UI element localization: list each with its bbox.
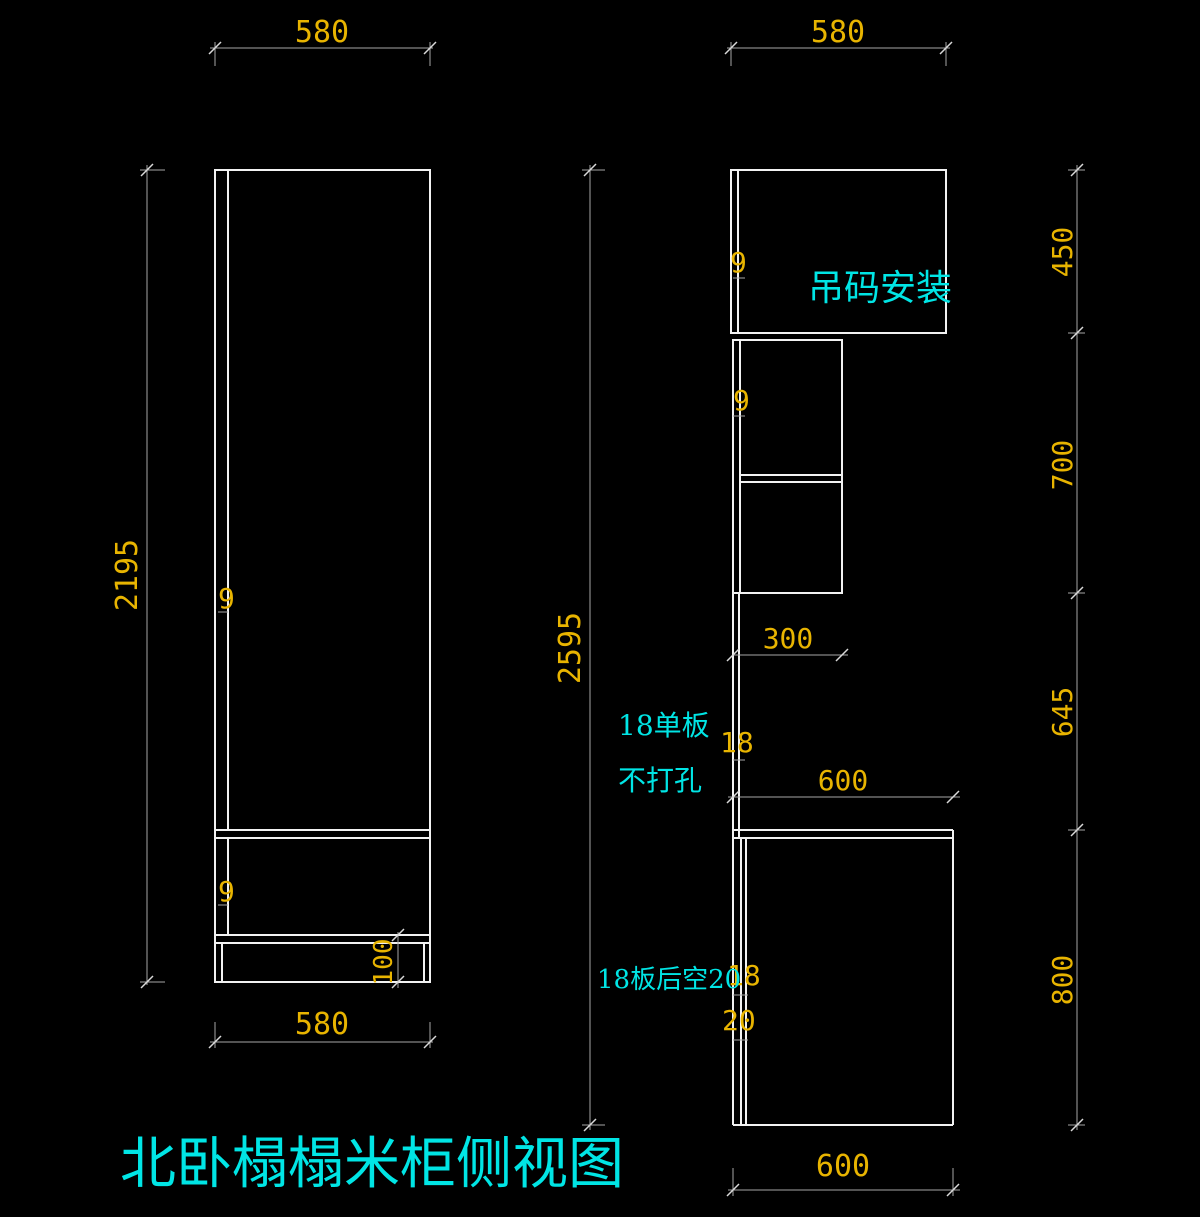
left-hinge-upper-label: 9 (218, 582, 235, 615)
base-width-label: 600 (816, 1149, 870, 1184)
middle-box-outline (732, 339, 843, 594)
left-cabinet (214, 169, 431, 983)
drawing-title: 北卧榻榻米柜侧视图 (120, 1132, 624, 1197)
seg-open-label: 645 (1046, 687, 1079, 738)
panel-18-upper-label: 18 (720, 726, 754, 759)
shelf-depth-dimension: 300 (726, 622, 849, 662)
seg-bottom-label: 800 (1046, 955, 1079, 1006)
desk-width-label: 600 (818, 764, 869, 797)
panel-18-lower-label: 18 (727, 959, 761, 992)
seg-mid-label: 700 (1046, 440, 1079, 491)
seg-top-label: 450 (1046, 227, 1079, 278)
top-box-outline (730, 169, 947, 334)
note-hanging: 吊码安装 (808, 268, 952, 309)
left-height-label: 2195 (110, 539, 145, 611)
gap-20-label: 20 (722, 1004, 756, 1037)
left-hinge-lower-label: 9 (218, 875, 235, 908)
left-height-dimension: 2195 (110, 163, 165, 989)
segment-dimensions: 450 700 645 800 (1046, 163, 1085, 1132)
left-plinth-label: 100 (369, 939, 399, 986)
total-height-dimension: 2595 (553, 163, 605, 1132)
right-top-width-label: 580 (811, 15, 865, 50)
left-cabinet-outline (214, 169, 431, 983)
right-hinge-top-label: 9 (730, 246, 747, 279)
note-single-panel-1: 18单板 (618, 709, 710, 742)
left-plinth-dimension: 100 (369, 928, 405, 989)
left-top-dimension: 580 (208, 15, 437, 66)
right-top-dimension: 580 (724, 15, 953, 66)
total-height-label: 2595 (553, 612, 588, 684)
desk-width-dimension: 600 (726, 764, 960, 804)
left-bottom-dimension: 580 (208, 1007, 437, 1049)
left-top-width-label: 580 (295, 15, 349, 50)
note-back-gap: 18板后空20 (597, 965, 741, 995)
base-width-dimension: 600 (726, 1149, 960, 1197)
shelf-depth-label: 300 (763, 622, 814, 655)
note-single-panel-2: 不打孔 (618, 764, 702, 797)
left-bottom-width-label: 580 (295, 1007, 349, 1042)
right-hinge-mid-label: 9 (733, 384, 750, 417)
